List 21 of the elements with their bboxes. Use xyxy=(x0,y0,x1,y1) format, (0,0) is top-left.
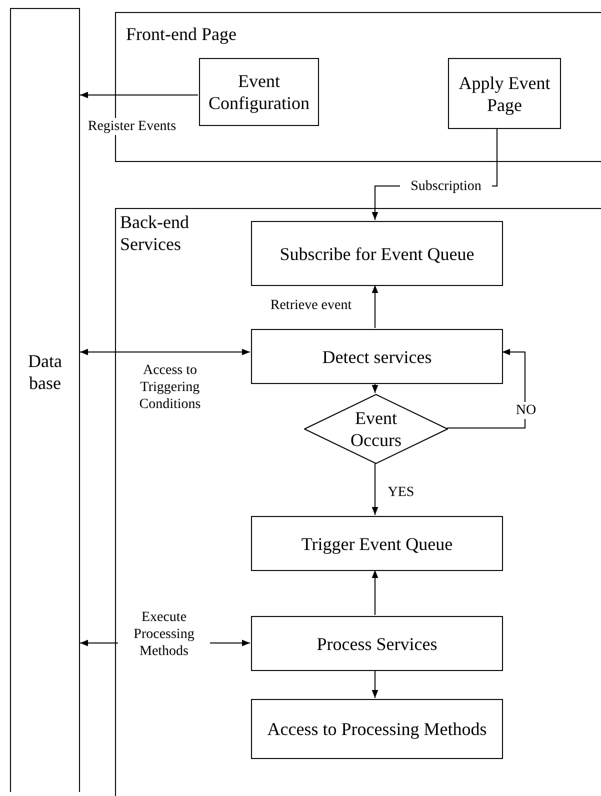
process-box: Subscribe for Event Queue xyxy=(251,221,503,286)
process-box: Apply Event Page xyxy=(448,58,561,129)
arrow xyxy=(80,92,198,98)
arrow xyxy=(372,382,378,394)
process-box: Trigger Event Queue xyxy=(251,516,503,571)
process-box: Process Services xyxy=(251,616,503,671)
process-box: Detect services xyxy=(251,329,503,384)
arrow xyxy=(372,670,378,698)
arrow xyxy=(80,348,250,356)
group-box xyxy=(115,208,601,796)
group-title: Back-end Services xyxy=(120,211,190,255)
process-box: Event Configuration xyxy=(199,58,319,126)
arrow xyxy=(372,284,378,328)
arrow xyxy=(372,570,378,616)
database-box: Data base xyxy=(10,8,80,792)
arrow xyxy=(372,462,378,516)
edge-label: Subscription xyxy=(400,178,492,195)
group-title: Front-end Page xyxy=(126,23,238,45)
process-box: Access to Processing Methods xyxy=(251,699,503,759)
arrow xyxy=(446,348,526,428)
decision-diamond: Event Occurs xyxy=(304,394,448,464)
